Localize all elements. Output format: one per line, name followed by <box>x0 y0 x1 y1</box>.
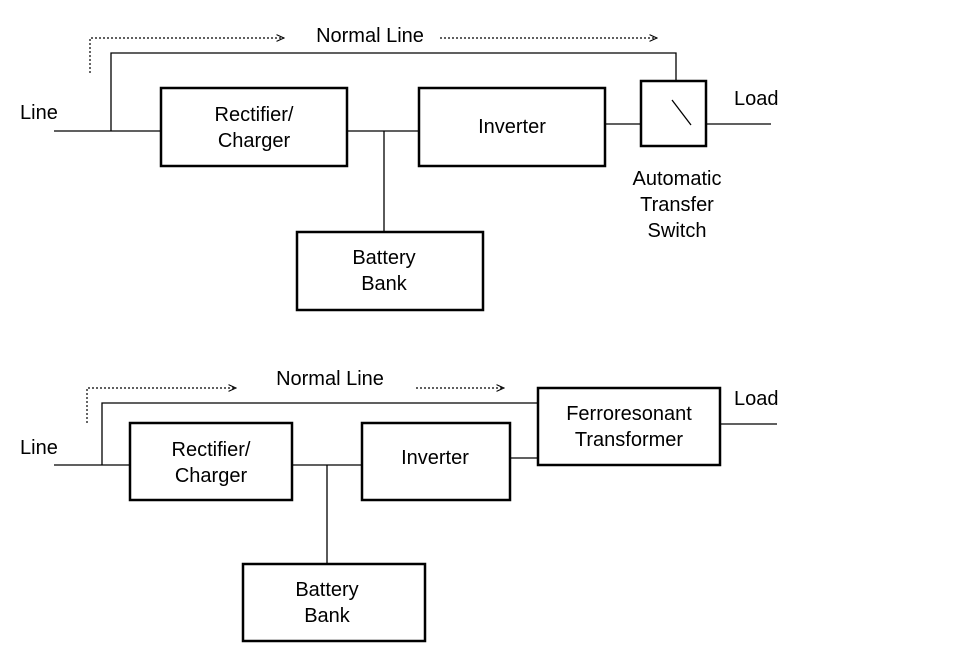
top-battery-label-line1: Battery <box>352 247 415 269</box>
top-bypass-line <box>110 52 681 131</box>
top-rectifier-label-line1: Rectifier/ <box>215 104 294 126</box>
bottom-rectifier-label-line2: Charger <box>175 465 248 487</box>
bottom-transformer-label-line2: Transformer <box>575 429 684 451</box>
bottom-normal-line-label: Normal Line <box>276 368 384 390</box>
top-switch-caption-line2: Transfer <box>640 194 714 216</box>
top-battery-label-line2: Bank <box>361 273 408 295</box>
top-rectifier-label-line2: Charger <box>218 130 291 152</box>
top-load-label: Load <box>734 88 779 110</box>
bottom-battery-label-line2: Bank <box>304 605 351 627</box>
top-diagram: Normal Line Line Rectifier/ Charger Inve… <box>20 25 779 312</box>
bottom-battery-bank-box <box>241 562 427 643</box>
bottom-normal-line-indicator: Normal Line <box>86 368 504 423</box>
bottom-bypass-line <box>101 402 538 465</box>
bottom-normal-line-dotted-arrow-left <box>86 388 236 423</box>
top-line-label: Line <box>20 102 58 124</box>
bottom-battery-label-line1: Battery <box>295 579 358 601</box>
top-normal-line-indicator: Normal Line <box>89 25 657 73</box>
top-switch-blade <box>671 99 692 126</box>
bottom-transformer-label-line1: Ferroresonant <box>566 403 692 425</box>
top-normal-line-dotted-arrow-left <box>89 38 284 73</box>
top-switch-caption-line1: Automatic <box>633 168 722 190</box>
bottom-inverter-box <box>360 421 512 502</box>
top-inverter-label: Inverter <box>478 116 546 138</box>
bottom-load-label: Load <box>734 388 779 410</box>
bottom-rectifier-charger-box <box>128 421 294 502</box>
bottom-wiring <box>54 402 777 564</box>
bottom-line-label: Line <box>20 437 58 459</box>
bottom-diagram: Normal Line Line Rectifier/ Charger Inve… <box>20 368 779 643</box>
bottom-inverter-label: Inverter <box>401 447 469 469</box>
top-inverter-box <box>417 86 607 168</box>
bottom-rectifier-label-line1: Rectifier/ <box>172 439 251 461</box>
top-automatic-transfer-switch-box <box>639 79 708 148</box>
bottom-ferroresonant-transformer-box <box>536 386 722 467</box>
top-rectifier-charger-box <box>159 86 349 168</box>
top-switch-caption-line3: Switch <box>648 220 707 242</box>
top-normal-line-label: Normal Line <box>316 25 424 47</box>
top-battery-bank-box <box>295 230 485 312</box>
